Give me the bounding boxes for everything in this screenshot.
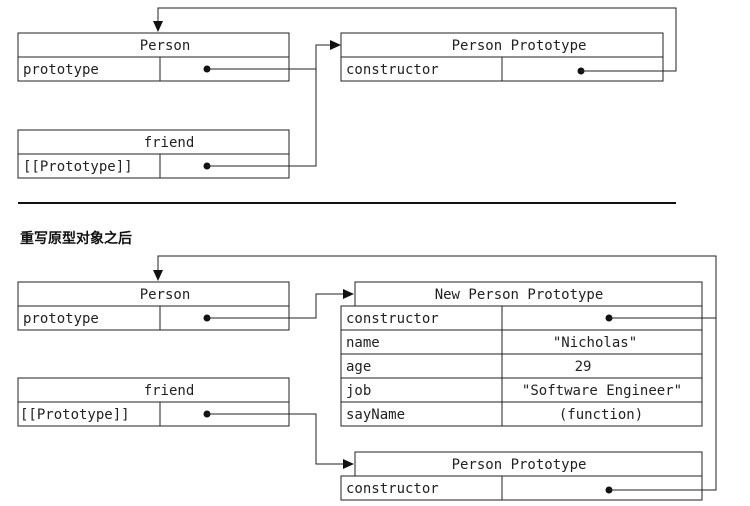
table-title: New Person Prototype [435,287,604,303]
row-label: sayName [346,407,405,423]
arrowhead-down [153,270,163,281]
table-title-cell [17,281,290,307]
row-value: "Nicholas" [553,335,637,351]
table-key-cell [340,377,503,403]
arrowhead-down [153,21,163,32]
pointer-line [207,69,317,167]
row-value: (function) [559,407,643,423]
pointer-line [207,413,344,465]
table-key-cell [17,153,161,179]
pointer-line [207,293,344,319]
table-title-cell [17,32,290,58]
arrowhead-right [330,40,341,50]
after-old-prototype-table: Person Prototype constructor [340,451,703,501]
prototype-internal-label: [[Prototype]] [20,407,130,423]
table-title-cell [340,32,664,58]
prototype-internal-label: [[Prototype]] [23,159,133,175]
row-label: job [346,383,371,399]
table-title: Person [140,287,191,303]
table-value-cell [501,475,703,501]
section-caption: 重写原型对象之后 [20,230,132,247]
table-key-cell [17,401,161,427]
after-friend-table: friend [[Prototype]] [17,377,290,427]
pointer-line [157,7,677,72]
table-title-cell [354,281,703,307]
table-title: Person Prototype [452,38,587,54]
table-key-cell [17,56,161,82]
arrowhead-right [343,459,354,469]
prototype-label: prototype [23,62,99,78]
table-key-cell [340,305,503,331]
table-title: Person Prototype [452,457,587,473]
table-title-cell [17,377,290,403]
table-value-cell [501,353,703,379]
table-key-cell [340,475,503,501]
pointer-line [207,44,331,70]
table-key-cell [340,329,503,355]
after-new-prototype-table: New Person Prototype constructor name "N… [340,281,703,427]
constructor-label: constructor [346,62,439,78]
table-key-cell [340,56,503,82]
row-value: "Software Engineer" [522,383,682,399]
row-label: age [346,359,371,375]
table-value-cell [501,401,703,427]
row-value: 29 [575,359,592,375]
arrowhead-right [343,289,354,299]
table-value-cell [501,377,703,403]
constructor-label: constructor [346,481,439,497]
before-pointers [153,7,677,170]
table-key-cell [340,401,503,427]
before-person-table: Person prototype [17,32,290,82]
table-title: friend [144,383,195,399]
table-key-cell [17,305,161,331]
before-prototype-table: Person Prototype constructor [340,32,664,82]
prototype-label: prototype [23,311,99,327]
row-label: name [346,335,380,351]
table-title: friend [144,135,195,151]
table-value-cell [501,329,703,355]
after-pointers [153,255,717,494]
table-title: Person [140,38,191,54]
after-person-table: Person prototype [17,281,290,331]
row-label: constructor [346,311,439,327]
before-friend-table: friend [[Prototype]] [17,129,290,179]
pointer-line [157,255,717,491]
